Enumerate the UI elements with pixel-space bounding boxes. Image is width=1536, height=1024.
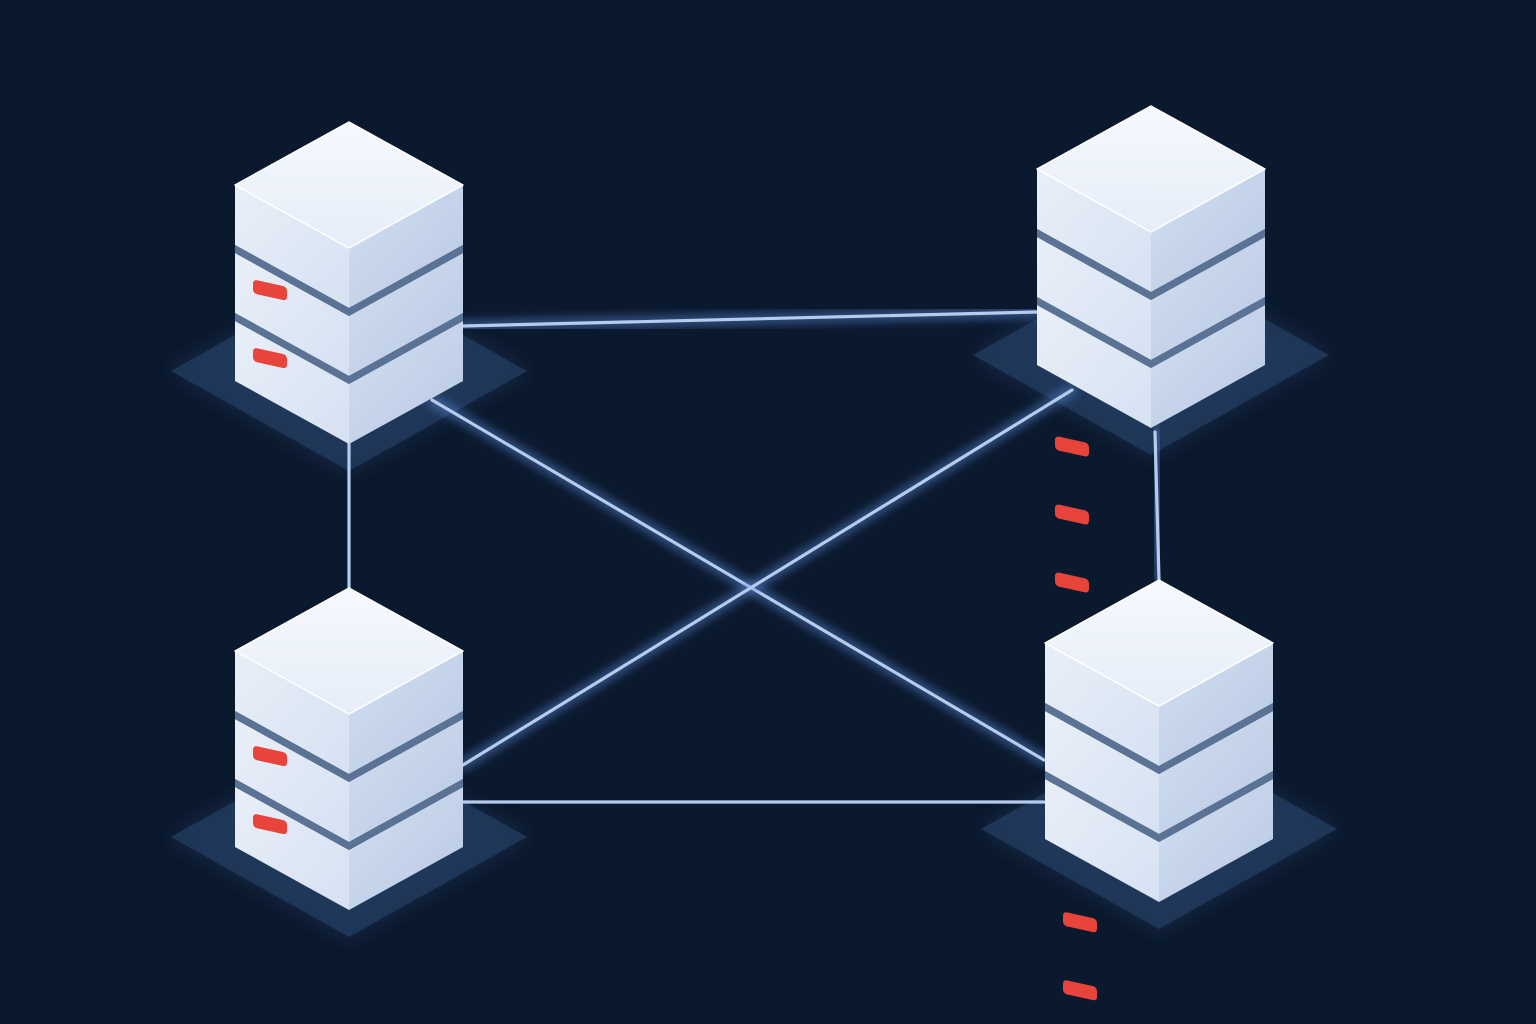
server-layer — [1036, 105, 1266, 457]
server-layer — [1045, 779, 1273, 902]
connection-server-top-left-to-server-bottom-right — [427, 395, 1049, 765]
indicator-light-icon — [1063, 912, 1097, 933]
server-stack-icon — [1036, 105, 1266, 593]
connection-server-top-left-to-server-top-right — [458, 307, 1042, 331]
server-bottom-left[interactable] — [234, 587, 464, 910]
connection-server-top-right-to-server-bottom-left — [458, 385, 1077, 770]
indicator-light-icon — [1055, 436, 1089, 457]
server-top-right[interactable] — [1036, 105, 1266, 593]
indicator-light-icon — [253, 746, 287, 767]
server-stack-icon — [234, 587, 464, 910]
server-bottom-right[interactable] — [1044, 579, 1274, 1001]
server-layer — [1037, 237, 1265, 525]
server-top-left[interactable] — [234, 121, 464, 444]
server-layer — [234, 121, 464, 316]
servers-layer — [234, 105, 1274, 1001]
server-layer — [1044, 579, 1274, 933]
server-layer — [1037, 305, 1265, 593]
connection-server-top-right-to-server-bottom-right — [1150, 427, 1164, 585]
indicator-light-icon — [253, 348, 287, 369]
indicator-light-icon — [253, 280, 287, 301]
connections-layer — [344, 307, 1164, 807]
server-stack-icon — [234, 121, 464, 444]
server-layer — [234, 587, 464, 782]
indicator-light-icon — [1063, 980, 1097, 1001]
indicator-light-icon — [1055, 572, 1089, 593]
indicator-light-icon — [253, 814, 287, 835]
server-layer — [1045, 711, 1273, 1001]
server-stack-icon — [1044, 579, 1274, 1001]
indicator-light-icon — [1055, 504, 1089, 525]
